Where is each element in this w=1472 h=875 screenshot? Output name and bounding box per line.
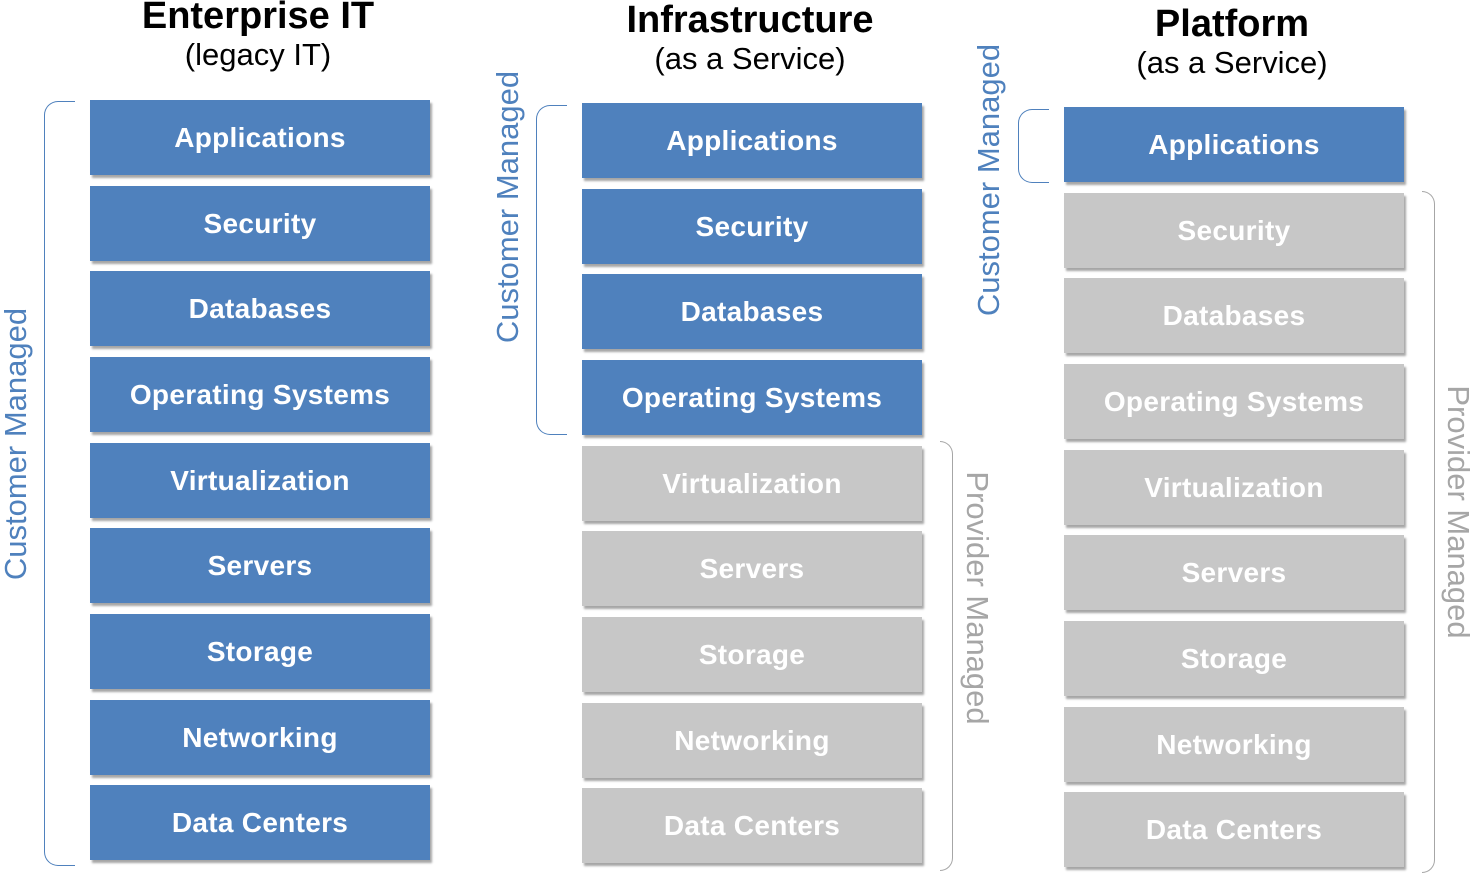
column-subtitle: (as a Service): [1136, 45, 1328, 80]
layer-applications: Applications: [90, 100, 430, 175]
layer-storage: Storage: [582, 617, 922, 692]
layer-databases: Databases: [90, 271, 430, 346]
layer-storage: Storage: [1064, 621, 1404, 696]
provider-managed-label: Provider Managed: [960, 471, 995, 725]
layer-operating-systems: Operating Systems: [90, 357, 430, 432]
column-title-enterprise-it: Enterprise IT (legacy IT): [88, 0, 428, 74]
column-title-iaas: Infrastructure (as a Service): [580, 0, 920, 78]
provider-managed-label: Provider Managed: [1441, 385, 1472, 639]
layer-virtualization: Virtualization: [90, 443, 430, 518]
layer-security: Security: [90, 186, 430, 261]
layer-virtualization: Virtualization: [1064, 450, 1404, 525]
customer-managed-label: Customer Managed: [971, 43, 1006, 317]
layer-networking: Networking: [582, 703, 922, 778]
layer-servers: Servers: [582, 531, 922, 606]
column-title: Infrastructure: [626, 0, 874, 41]
layer-applications: Applications: [582, 103, 922, 178]
layer-data-centers: Data Centers: [582, 788, 922, 863]
customer-managed-bracket: [1018, 109, 1049, 183]
layer-networking: Networking: [90, 700, 430, 775]
layer-data-centers: Data Centers: [1064, 792, 1404, 867]
column-title: Enterprise IT: [141, 0, 375, 37]
column-subtitle: (as a Service): [654, 41, 846, 76]
layer-security: Security: [582, 189, 922, 264]
layer-security: Security: [1064, 193, 1404, 268]
layer-operating-systems: Operating Systems: [582, 360, 922, 435]
layer-networking: Networking: [1064, 707, 1404, 782]
provider-managed-bracket: [1422, 191, 1435, 873]
column-title-paas: Platform (as a Service): [1062, 4, 1402, 82]
column-subtitle: (legacy IT): [184, 37, 332, 72]
layer-virtualization: Virtualization: [582, 446, 922, 521]
customer-managed-bracket: [44, 101, 75, 866]
customer-managed-bracket: [536, 105, 567, 435]
provider-managed-bracket: [940, 441, 953, 871]
layer-servers: Servers: [90, 528, 430, 603]
layer-applications: Applications: [1064, 107, 1404, 182]
customer-managed-label: Customer Managed: [0, 307, 33, 581]
layer-servers: Servers: [1064, 535, 1404, 610]
layer-operating-systems: Operating Systems: [1064, 364, 1404, 439]
column-title: Platform: [1154, 3, 1310, 45]
customer-managed-label: Customer Managed: [490, 70, 525, 344]
layer-databases: Databases: [582, 274, 922, 349]
layer-databases: Databases: [1064, 278, 1404, 353]
layer-data-centers: Data Centers: [90, 785, 430, 860]
layer-storage: Storage: [90, 614, 430, 689]
